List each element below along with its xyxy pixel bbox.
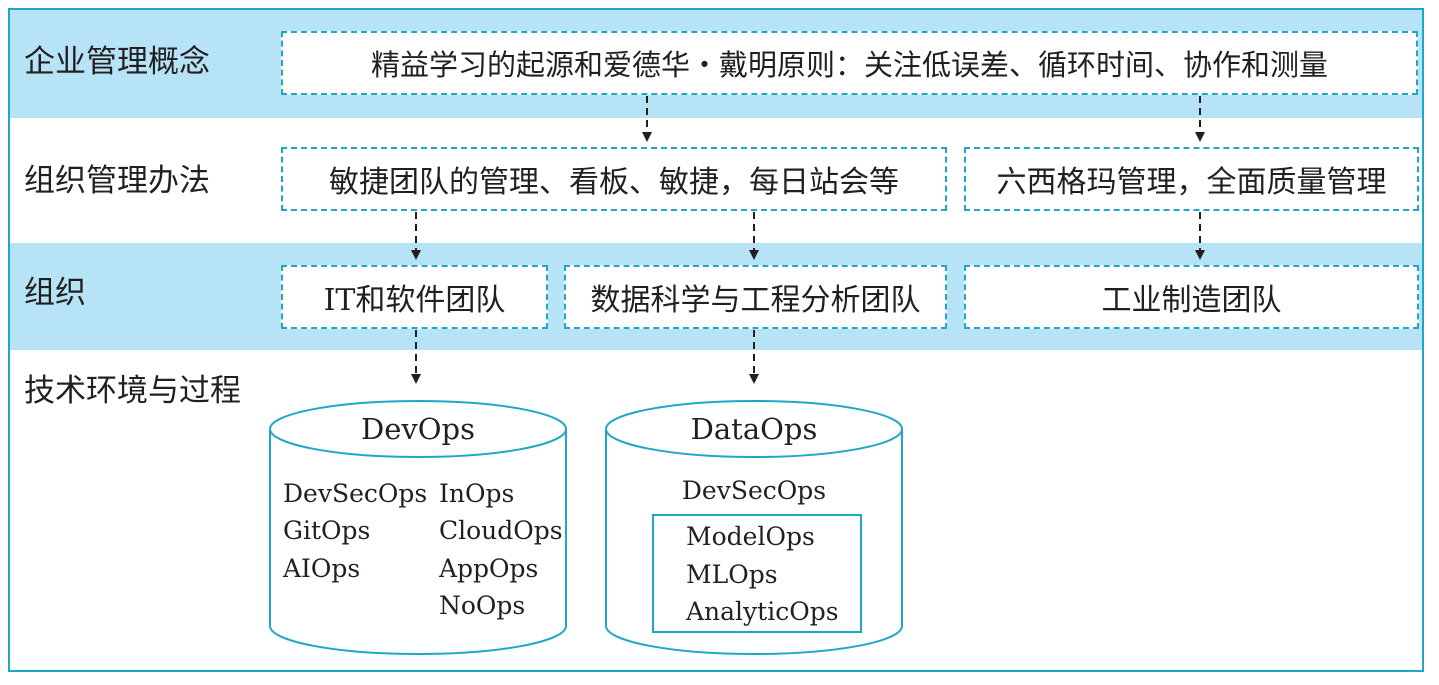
devops-item: InOps: [439, 479, 515, 508]
box-it-team: IT和软件团队: [281, 265, 548, 329]
diagram-frame: [8, 8, 1424, 672]
row-label-enterprise: 企业管理概念: [24, 44, 210, 80]
box-six-sigma: 六西格玛管理，全面质量管理: [964, 147, 1419, 211]
dataops-inner-box: [652, 514, 862, 633]
devops-item: DevSecOps: [283, 479, 428, 508]
dataops-item-devsecops: DevSecOps: [681, 476, 827, 505]
devops-cylinder: [269, 400, 567, 655]
devops-item: GitOps: [283, 516, 371, 545]
dataops-inner-item: ModelOps: [686, 522, 815, 551]
row-label-organization: 组织: [24, 275, 86, 311]
row-label-organization-method: 组织管理办法: [24, 163, 210, 199]
box-agile: 敏捷团队的管理、看板、敏捷，每日站会等: [281, 147, 947, 211]
devops-item: AIOps: [283, 554, 361, 583]
devops-item: NoOps: [439, 591, 526, 620]
box-industrial-team: 工业制造团队: [964, 265, 1419, 329]
devops-item: CloudOps: [439, 516, 563, 545]
dataops-inner-item: MLOps: [686, 560, 778, 589]
devops-item: AppOps: [439, 554, 539, 583]
dataops-inner-item: AnalyticOps: [686, 597, 839, 626]
box-data-team: 数据科学与工程分析团队: [564, 265, 947, 329]
box-lean: 精益学习的起源和爱德华・戴明原则：关注低误差、循环时间、协作和测量: [281, 31, 1418, 95]
devops-title: DevOps: [360, 412, 476, 446]
row-label-tech: 技术环境与过程: [24, 373, 241, 409]
dataops-title: DataOps: [690, 412, 818, 446]
